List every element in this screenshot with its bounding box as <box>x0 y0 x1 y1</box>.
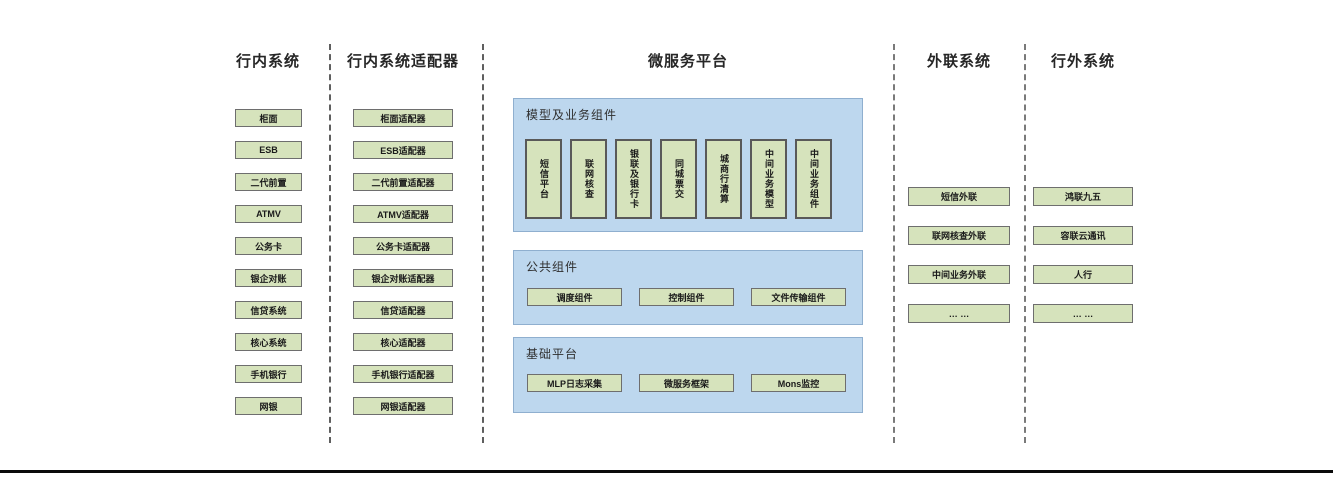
model-business-components-panel: 模型及业务组件 短信平台 联网核查 银联及银行卡 同城票交 城商行清算 中间业务… <box>513 98 863 232</box>
adapter-box: ATMV适配器 <box>353 205 453 223</box>
system-box: … … <box>908 304 1010 323</box>
system-box: ESB <box>235 141 302 159</box>
panel-title: 模型及业务组件 <box>526 108 618 122</box>
system-box: 中间业务外联 <box>908 265 1010 284</box>
column-divider <box>329 44 331 443</box>
component-box: 中间业务模型 <box>750 139 787 219</box>
system-box: … … <box>1033 304 1133 323</box>
column-divider <box>893 44 895 443</box>
component-box: 文件传输组件 <box>751 288 846 306</box>
component-box: 银联及银行卡 <box>615 139 652 219</box>
system-box: ATMV <box>235 205 302 223</box>
outlink-systems-column: 短信外联 联网核查外联 中间业务外联 … … <box>908 187 1010 323</box>
header-internal-systems: 行内系统 <box>235 53 301 70</box>
system-box: 短信外联 <box>908 187 1010 206</box>
adapter-box: 信贷适配器 <box>353 301 453 319</box>
component-box: 联网核查 <box>570 139 607 219</box>
bottom-rule <box>0 470 1333 473</box>
adapter-box: 柜面适配器 <box>353 109 453 127</box>
panel-title: 公共组件 <box>526 260 579 274</box>
internal-systems-column: 柜面 ESB 二代前置 ATMV 公务卡 银企对账 信贷系统 核心系统 手机银行… <box>235 109 302 415</box>
adapter-box: 手机银行适配器 <box>353 365 453 383</box>
system-box: 人行 <box>1033 265 1133 284</box>
system-box: 网银 <box>235 397 302 415</box>
component-box: MLP日志采集 <box>527 374 622 392</box>
adapter-box: 核心适配器 <box>353 333 453 351</box>
component-box: 同城票交 <box>660 139 697 219</box>
component-box: 短信平台 <box>525 139 562 219</box>
adapter-box: 网银适配器 <box>353 397 453 415</box>
common-components-panel: 公共组件 调度组件 控制组件 文件传输组件 <box>513 250 863 325</box>
component-box: 城商行清算 <box>705 139 742 219</box>
header-internal-adapters: 行内系统适配器 <box>346 53 460 70</box>
system-box: 手机银行 <box>235 365 302 383</box>
component-box: 中间业务组件 <box>795 139 832 219</box>
column-divider <box>482 44 484 443</box>
column-divider <box>1024 44 1026 443</box>
system-box: 容联云通讯 <box>1033 226 1133 245</box>
external-systems-column: 鸿联九五 容联云通讯 人行 … … <box>1033 187 1133 323</box>
component-box: Mons监控 <box>751 374 846 392</box>
component-box: 调度组件 <box>527 288 622 306</box>
adapter-box: 二代前置适配器 <box>353 173 453 191</box>
system-box: 银企对账 <box>235 269 302 287</box>
component-box: 微服务框架 <box>639 374 734 392</box>
component-row: MLP日志采集 微服务框架 Mons监控 <box>527 374 846 392</box>
panel-title: 基础平台 <box>526 347 579 361</box>
component-row: 调度组件 控制组件 文件传输组件 <box>527 288 846 306</box>
system-box: 联网核查外联 <box>908 226 1010 245</box>
system-box: 信贷系统 <box>235 301 302 319</box>
vertical-component-row: 短信平台 联网核查 银联及银行卡 同城票交 城商行清算 中间业务模型 中间业务组… <box>525 139 832 219</box>
adapter-box: 银企对账适配器 <box>353 269 453 287</box>
system-box: 柜面 <box>235 109 302 127</box>
header-outlink-systems: 外联系统 <box>926 53 992 70</box>
component-box: 控制组件 <box>639 288 734 306</box>
header-external-systems: 行外系统 <box>1050 53 1116 70</box>
system-box: 鸿联九五 <box>1033 187 1133 206</box>
adapter-box: 公务卡适配器 <box>353 237 453 255</box>
system-box: 二代前置 <box>235 173 302 191</box>
system-box: 公务卡 <box>235 237 302 255</box>
adapter-column: 柜面适配器 ESB适配器 二代前置适配器 ATMV适配器 公务卡适配器 银企对账… <box>353 109 453 415</box>
adapter-box: ESB适配器 <box>353 141 453 159</box>
base-platform-panel: 基础平台 MLP日志采集 微服务框架 Mons监控 <box>513 337 863 413</box>
header-microservice-platform: 微服务平台 <box>647 53 729 70</box>
system-box: 核心系统 <box>235 333 302 351</box>
